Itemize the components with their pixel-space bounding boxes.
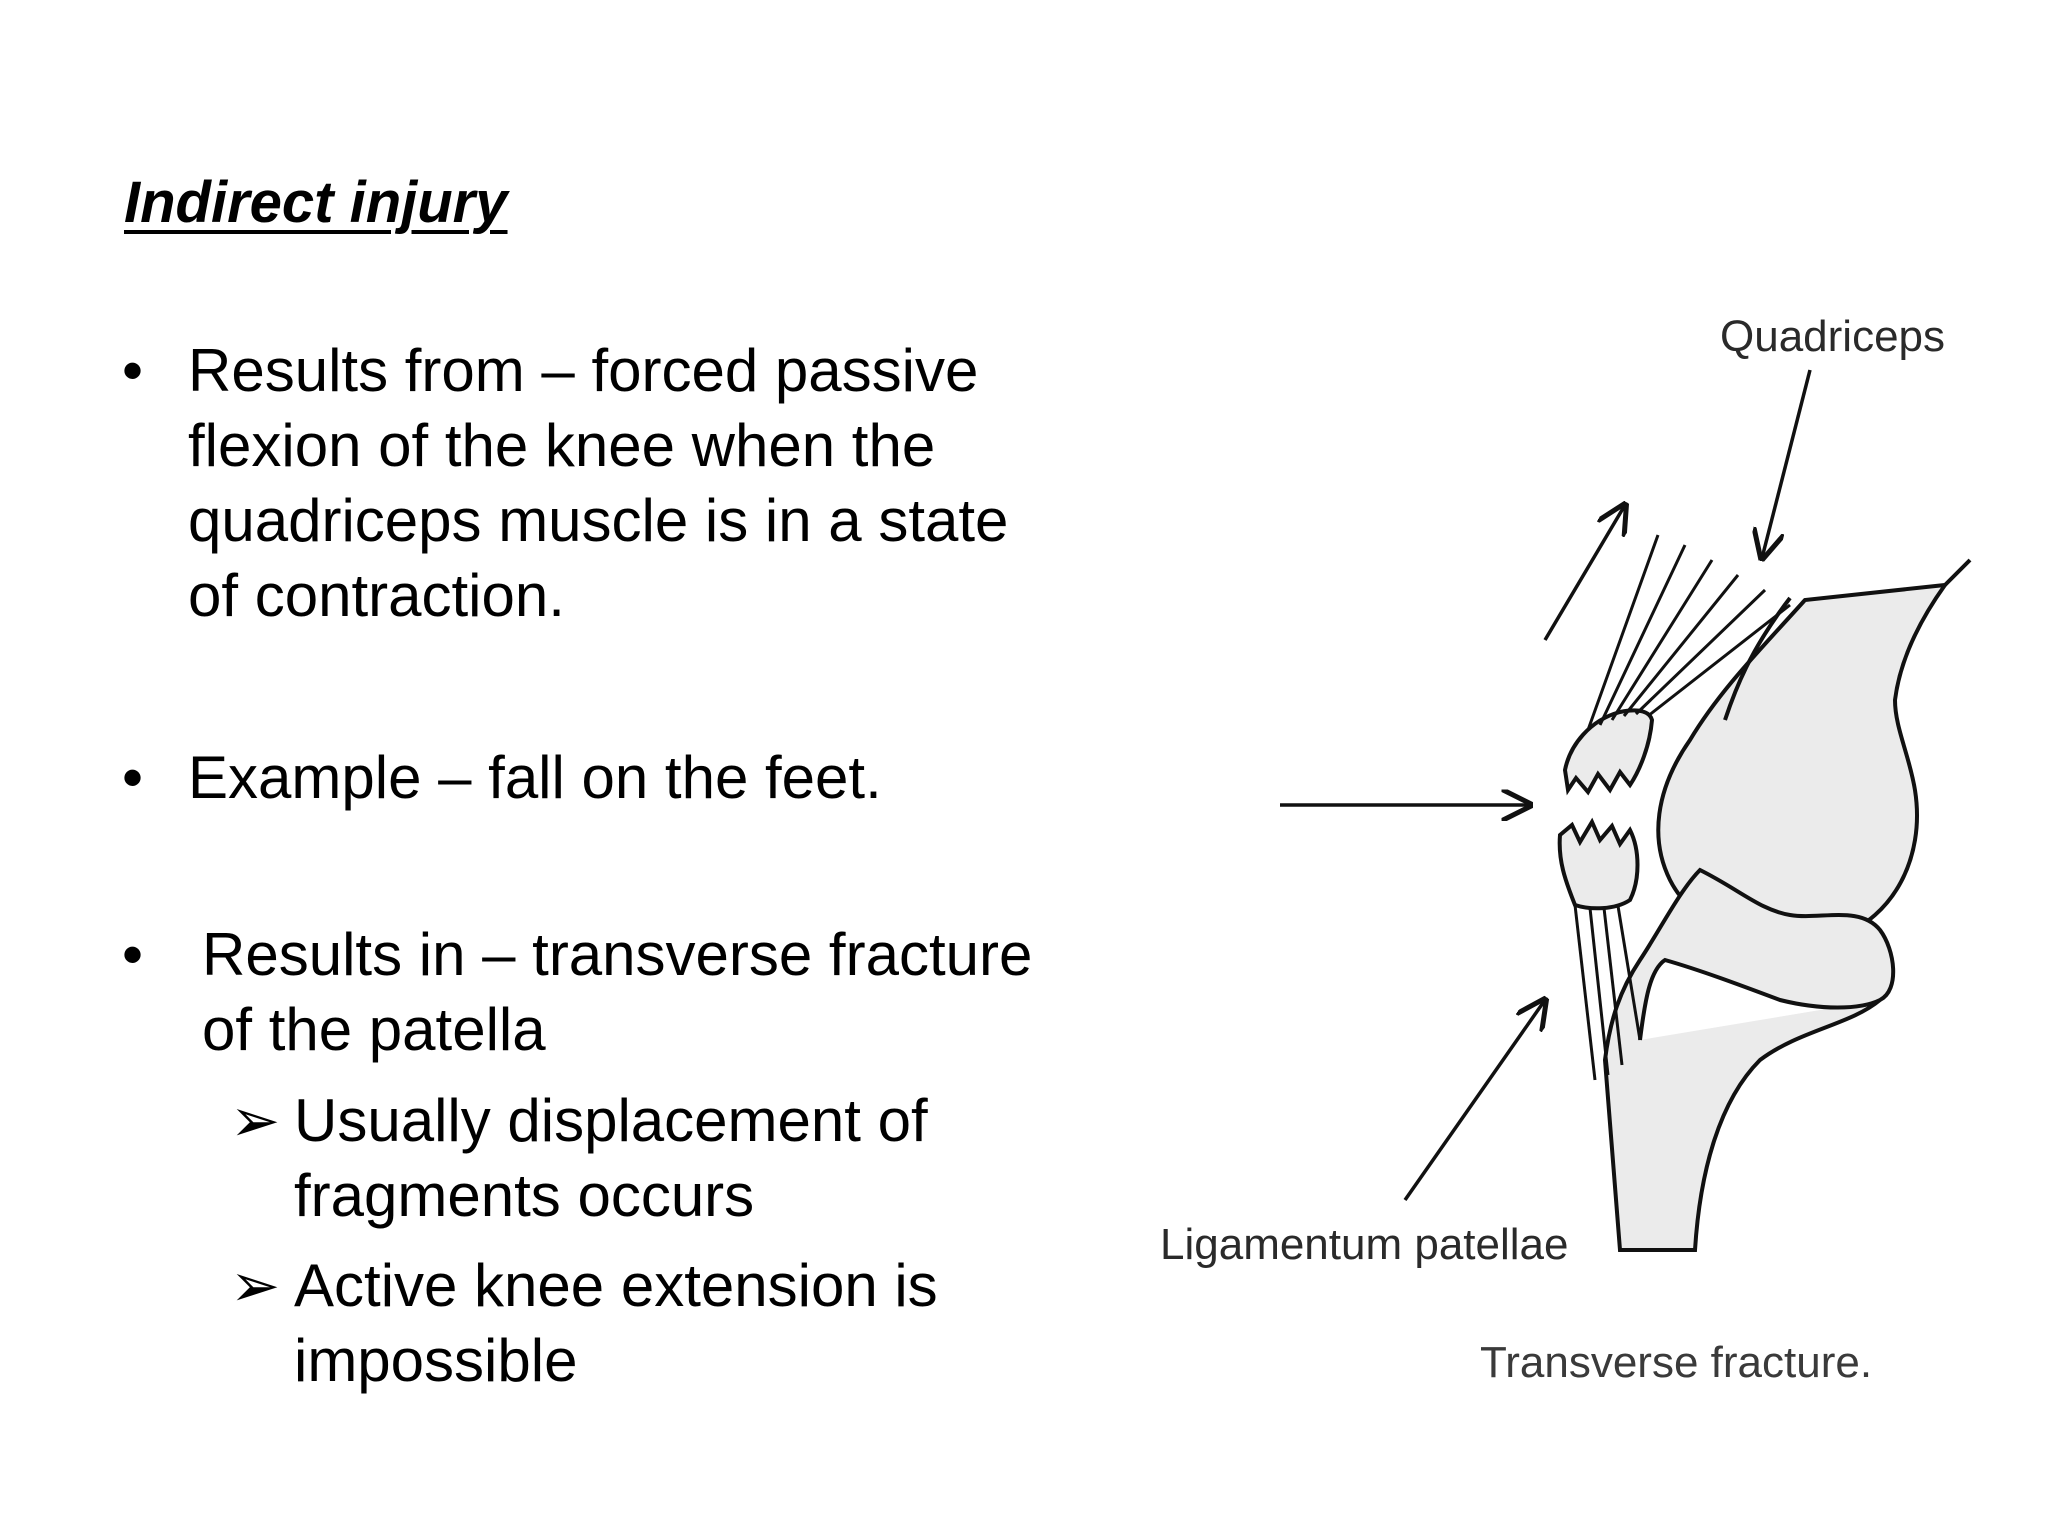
bullet-line: flexion of the knee when the	[188, 412, 936, 479]
subbullet-line: impossible	[294, 1327, 578, 1394]
arrow-bullet-icon: ➢	[230, 1252, 281, 1319]
quadriceps-label: Quadriceps	[1720, 312, 1946, 361]
femur-shaft-right	[1943, 558, 1972, 587]
quadriceps-pull-arrow	[1543, 505, 1625, 641]
bullet-line: Example – fall on the feet.	[188, 744, 882, 811]
quadriceps-tendon-lines	[1586, 534, 1791, 731]
subbullet-line: Active knee extension is	[294, 1252, 938, 1319]
bullet-text: Results in – transverse fracture of the …	[202, 917, 1032, 1067]
bullet-line: quadriceps muscle is in a state	[188, 487, 1009, 554]
knee-fracture-illustration	[1280, 369, 1972, 1252]
subbullet-line: Usually displacement of	[294, 1087, 928, 1154]
bullet-marker: •	[122, 337, 144, 404]
bullet-text: Results from – forced passive flexion of…	[188, 333, 1008, 633]
subbullet-text: Active knee extension is impossible	[294, 1248, 938, 1398]
patella-upper-fragment	[1562, 708, 1655, 796]
patella-lower-fragment	[1557, 817, 1640, 911]
bullet-line: Results in – transverse fracture	[202, 921, 1033, 988]
bullet-text: Example – fall on the feet.	[188, 740, 882, 815]
ligament-label-arrow	[1403, 1000, 1545, 1202]
subbullet-text: Usually displacement of fragments occurs	[294, 1083, 928, 1233]
arrow-bullet-icon: ➢	[230, 1087, 281, 1154]
bullet-marker: •	[122, 744, 144, 811]
bullet-line: of the patella	[202, 996, 546, 1063]
quadriceps-label-arrow	[1762, 369, 1812, 558]
bullet-line: Results from – forced passive	[188, 337, 979, 404]
slide-heading: Indirect injury	[124, 170, 508, 235]
bullet-line: of contraction.	[188, 562, 565, 629]
tibia-shape	[1602, 867, 1896, 1252]
subbullet-line: fragments occurs	[294, 1162, 755, 1229]
figure-caption: Transverse fracture.	[1480, 1338, 1873, 1387]
ligamentum-patellae-label: Ligamentum patellae	[1160, 1220, 1569, 1269]
ligamentum-patellae-lines	[1573, 904, 1642, 1081]
bullet-marker: •	[122, 921, 144, 988]
